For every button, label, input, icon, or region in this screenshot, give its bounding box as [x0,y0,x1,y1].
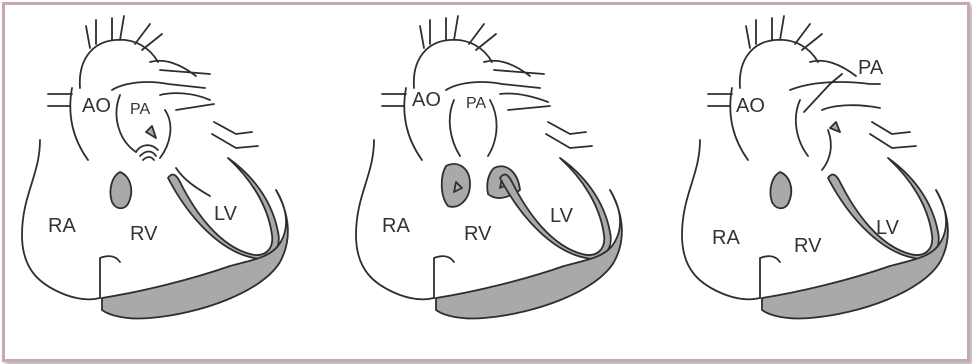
label-ao-2: AO [412,89,441,111]
label-lv-2: LV [550,205,574,227]
label-ra-1: RA [48,215,76,237]
label-pa-2: PA [466,95,486,112]
heart-panel-2: AO PA RA RV LV [356,16,622,319]
label-lv-1: LV [214,203,238,225]
label-ra-2: RA [382,215,410,237]
heart-panel-1: AO PA RA RV LV [22,16,288,319]
heart-panel-3: AO PA RA RV LV [682,16,948,319]
label-ra-3: RA [712,227,740,249]
label-rv-3: RV [794,235,822,257]
label-rv-1: RV [130,223,158,245]
label-ao-1: AO [82,95,111,117]
label-pa-3: PA [858,57,884,79]
label-rv-2: RV [464,223,492,245]
label-lv-3: LV [876,217,900,239]
label-ao-3: AO [736,95,765,117]
label-pa-1: PA [130,101,150,118]
